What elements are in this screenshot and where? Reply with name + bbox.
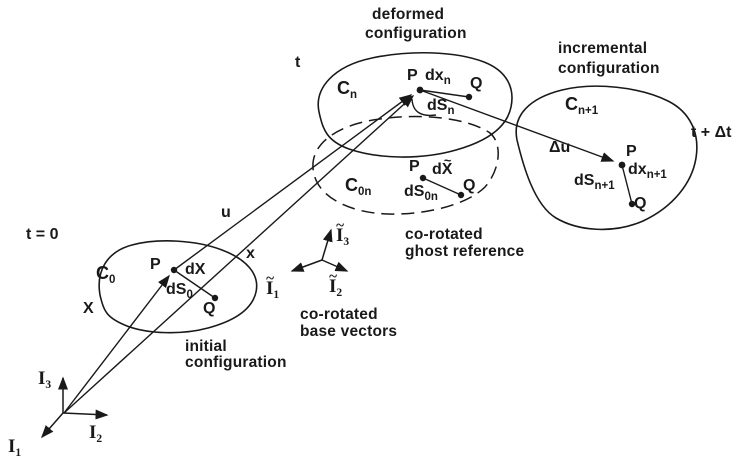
base-vectors-caption-line2: base vectors bbox=[300, 323, 398, 340]
point-q-c0 bbox=[211, 294, 219, 302]
corotated-axis-i1 bbox=[290, 259, 323, 272]
ds0-label: dS0 bbox=[166, 281, 193, 301]
point-q-label-ghost: Q bbox=[463, 177, 476, 194]
point-q-cn1 bbox=[628, 200, 636, 208]
x-vector-label: x bbox=[246, 245, 255, 262]
point-p-cn bbox=[416, 86, 424, 94]
point-q-cn bbox=[465, 93, 473, 101]
time-label-t0: t = 0 bbox=[26, 226, 59, 243]
global-axis-i1 bbox=[41, 412, 64, 439]
vector-x-line bbox=[63, 94, 415, 414]
ghost-caption-line1: co-rotated bbox=[405, 226, 483, 243]
point-p-ghost bbox=[419, 174, 427, 182]
dx-segment-cn bbox=[419, 89, 470, 98]
dx-segment-cn1 bbox=[621, 164, 633, 205]
dxn-label: dxn bbox=[425, 67, 451, 87]
deformed-caption-line2: configuration bbox=[365, 25, 467, 42]
global-axis-i2 bbox=[62, 409, 109, 420]
dx-segment-c0 bbox=[173, 269, 216, 299]
set-label-cn: Cn bbox=[337, 78, 358, 101]
set-label-cn1: Cn+1 bbox=[565, 94, 599, 117]
corotated-i1-label: ~I1 bbox=[266, 270, 280, 301]
set-label-c0: C0 bbox=[96, 263, 116, 286]
global-i2-label: I2 bbox=[89, 422, 103, 445]
corotated-axis-i3 bbox=[321, 228, 333, 261]
base-vectors-caption-line1: co-rotated bbox=[300, 306, 378, 323]
delta-u-label: Δu bbox=[549, 139, 571, 156]
point-p-c0 bbox=[170, 266, 178, 274]
time-label-t-plus-dt: t + Δt bbox=[691, 124, 732, 141]
dx-segment-ghost bbox=[422, 177, 462, 196]
point-p-label-cn: P bbox=[407, 67, 418, 84]
dx-label-c0: dX bbox=[185, 261, 206, 278]
dxn1-label: dxn+1 bbox=[628, 161, 667, 181]
c0-blob-outline bbox=[98, 240, 258, 334]
vector-X-line bbox=[63, 274, 170, 414]
point-p-label-cn1: P bbox=[626, 143, 637, 160]
point-q-label-cn1: Q bbox=[634, 195, 647, 212]
X-vector-label: X bbox=[83, 300, 94, 317]
vector-du-line bbox=[419, 89, 615, 162]
ds0n-label: dS0n bbox=[404, 183, 438, 203]
set-label-c0n: C0n bbox=[345, 175, 372, 198]
dsn-leader-arc bbox=[411, 98, 437, 117]
corotated-i2-label: ~I2 bbox=[329, 268, 343, 299]
incremental-caption-line1: incremental bbox=[558, 40, 648, 57]
corotated-i3-label: ~I3 bbox=[336, 217, 350, 248]
incremental-caption-line2: configuration bbox=[558, 60, 660, 77]
point-p-label-c0: P bbox=[150, 256, 161, 273]
global-i3-label: I3 bbox=[38, 368, 52, 391]
corotated-axis-i2 bbox=[321, 259, 349, 272]
initial-caption-line2: configuration bbox=[185, 354, 287, 371]
global-i1-label: I1 bbox=[8, 436, 22, 459]
point-q-label-cn: Q bbox=[470, 75, 483, 92]
ghost-caption-line2: ghost reference bbox=[405, 243, 525, 260]
vector-u-line bbox=[173, 94, 413, 271]
dsn1-label: dSn+1 bbox=[574, 172, 615, 192]
point-q-ghost bbox=[457, 191, 465, 199]
cn1-blob-outline bbox=[515, 85, 698, 231]
dsn-label: dSn bbox=[427, 97, 455, 117]
point-p-label-ghost: P bbox=[409, 158, 420, 175]
time-label-t: t bbox=[295, 54, 301, 71]
point-q-label-c0: Q bbox=[203, 300, 216, 317]
dx-tilde-label: d~X bbox=[432, 153, 453, 178]
initial-caption-line1: initial bbox=[185, 338, 227, 355]
u-vector-label: u bbox=[221, 204, 231, 221]
point-p-cn1 bbox=[618, 161, 626, 169]
deformed-caption-line1: deformed bbox=[372, 6, 445, 23]
c0n-ghost-ellipse bbox=[312, 115, 499, 215]
